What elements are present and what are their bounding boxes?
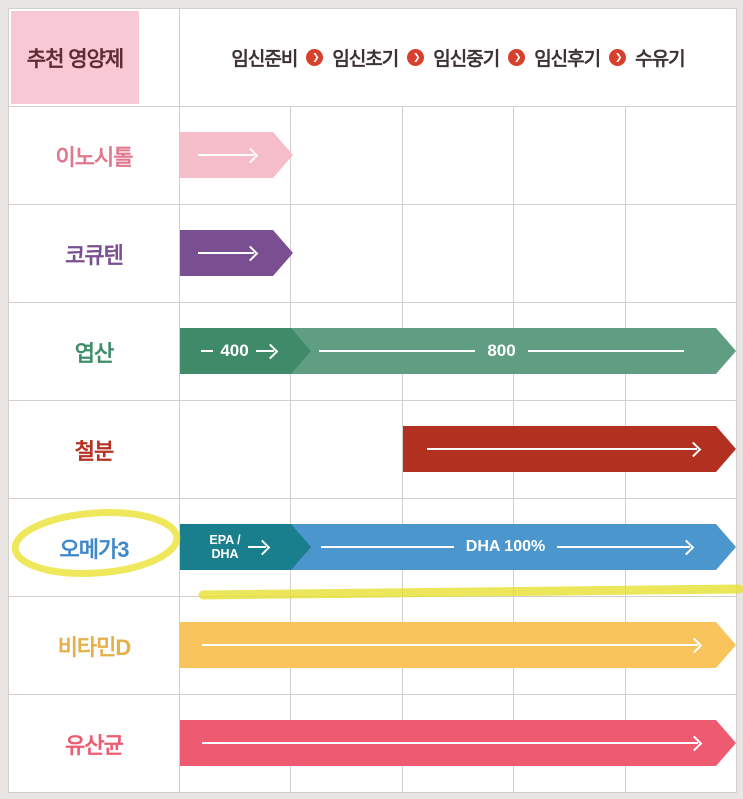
row-label-omega3: 오메가3 (9, 499, 179, 596)
grid-cell (625, 695, 736, 792)
row-label-text: 엽산 (74, 340, 114, 366)
row-label-inositol: 이노시톨 (9, 107, 179, 204)
stage-label-late: 임신후기 (534, 49, 601, 70)
grid-cell (625, 597, 736, 694)
grid-cell (180, 205, 291, 302)
grid-cell (180, 303, 291, 400)
grid-cell (514, 205, 625, 302)
row-label-text: 철분 (74, 438, 114, 464)
grid-cell (625, 401, 736, 498)
grid-cell (625, 303, 736, 400)
grid-cell (514, 597, 625, 694)
grid-cell (291, 695, 402, 792)
row-label-vitamin-d: 비타민D (9, 597, 179, 694)
grid-cell (402, 205, 514, 302)
grid-cell (402, 695, 514, 792)
chart-grid: 추천 영양제 임신준비 ❯ 임신초기 ❯ 임신중기 ❯ 임신후기 ❯ 수유기 이… (8, 8, 737, 793)
grid-cell (514, 401, 625, 498)
grid-cell (625, 499, 736, 596)
page-title: 추천 영양제 (11, 11, 139, 104)
grid-cell (291, 107, 402, 204)
grid-cell (514, 695, 625, 792)
grid-cell (291, 499, 402, 596)
grid-cell (514, 107, 625, 204)
grid-cell (625, 107, 736, 204)
stage-arrow-icon: ❯ (306, 49, 324, 66)
stage-label-early: 임신초기 (332, 49, 399, 70)
stage-arrow-icon: ❯ (508, 49, 526, 66)
row-label-text: 유산균 (65, 732, 124, 758)
stage-header: 임신준비 ❯ 임신초기 ❯ 임신중기 ❯ 임신후기 ❯ 수유기 (180, 9, 736, 106)
stage-arrow-icon: ❯ (609, 49, 627, 66)
row-label-probiotics: 유산균 (9, 695, 179, 792)
row-label-coq10: 코큐텐 (9, 205, 179, 302)
row-label-text: 이노시톨 (55, 144, 134, 170)
grid-cell (291, 303, 402, 400)
grid-cell (180, 107, 291, 204)
stage-label-mid: 임신중기 (433, 49, 500, 70)
grid-cell (514, 303, 625, 400)
row-label-folate: 엽산 (9, 303, 179, 400)
stage-label-lactation: 수유기 (635, 49, 685, 70)
row-label-iron: 철분 (9, 401, 179, 498)
grid-cell (291, 205, 402, 302)
grid-cell (402, 303, 514, 400)
grid-cell (625, 205, 736, 302)
grid-cell (514, 499, 625, 596)
grid-cell (402, 499, 514, 596)
grid-cell (180, 597, 291, 694)
grid-cell (180, 499, 291, 596)
grid-cell (402, 107, 514, 204)
grid-cell (180, 401, 291, 498)
row-label-text: 비타민D (57, 634, 132, 660)
grid-cell (291, 597, 402, 694)
stage-label-preparation: 임신준비 (231, 49, 298, 70)
row-label-text: 오메가3 (59, 536, 130, 562)
grid-cell (291, 401, 402, 498)
grid-cell (402, 597, 514, 694)
grid-cell (180, 695, 291, 792)
row-label-text: 코큐텐 (65, 242, 124, 268)
header-left-cell: 추천 영양제 (9, 9, 179, 106)
stage-arrow-icon: ❯ (407, 49, 425, 66)
grid-cell (402, 401, 514, 498)
